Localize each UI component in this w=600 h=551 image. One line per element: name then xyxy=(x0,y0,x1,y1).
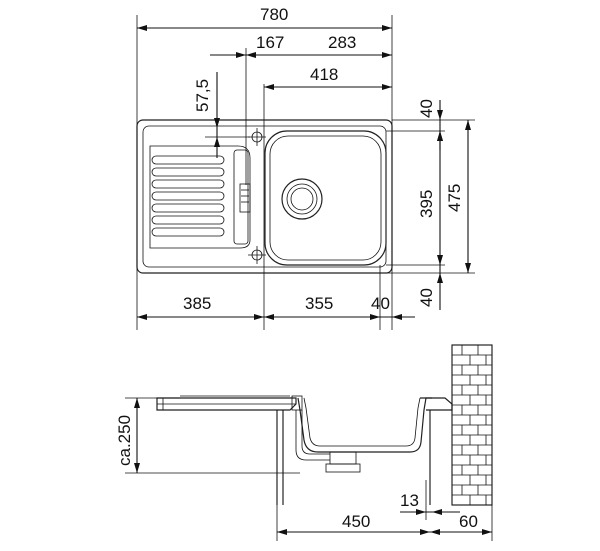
dim-overall-depth: 475 xyxy=(445,184,464,212)
dim-bowl-width: 418 xyxy=(310,65,338,84)
dim-bottom-margin: 40 xyxy=(417,288,436,307)
sink-top-view xyxy=(136,119,393,274)
dimension-labels-top: 780 167 283 418 57,5 40 395 475 40 385 3… xyxy=(183,5,464,313)
dimension-labels-side: ca.250 13 450 60 xyxy=(115,415,478,531)
tap-hole-top xyxy=(248,128,266,146)
tap-hole-bottom xyxy=(248,246,266,264)
dim-wall-gap: 60 xyxy=(459,512,478,531)
dim-57-5: 57,5 xyxy=(193,79,212,112)
sink-bowl xyxy=(264,130,387,266)
dim-drainer-width: 385 xyxy=(183,294,211,313)
dim-bowl-span: 355 xyxy=(305,294,333,313)
dim-167: 167 xyxy=(256,33,284,52)
dim-283: 283 xyxy=(328,33,356,52)
dim-overall-width: 780 xyxy=(260,5,288,24)
sink-bowl-inner xyxy=(269,135,382,261)
brick-wall xyxy=(451,344,493,506)
dim-top-margin: 40 xyxy=(417,99,436,118)
sink-side-view xyxy=(156,395,453,505)
dimension-lines-side xyxy=(125,397,493,541)
overflow-slot xyxy=(239,183,251,213)
dimension-lines-top xyxy=(136,15,475,330)
dim-cabinet-depth: 450 xyxy=(342,512,370,531)
drain-waste xyxy=(281,178,323,220)
waste-trap xyxy=(291,395,361,473)
dim-side-height: ca.250 xyxy=(115,415,134,466)
dim-right-margin: 40 xyxy=(371,294,390,313)
drainer-board xyxy=(149,145,251,249)
dim-bowl-depth: 395 xyxy=(417,190,436,218)
dim-rim-overhang: 13 xyxy=(400,491,419,510)
